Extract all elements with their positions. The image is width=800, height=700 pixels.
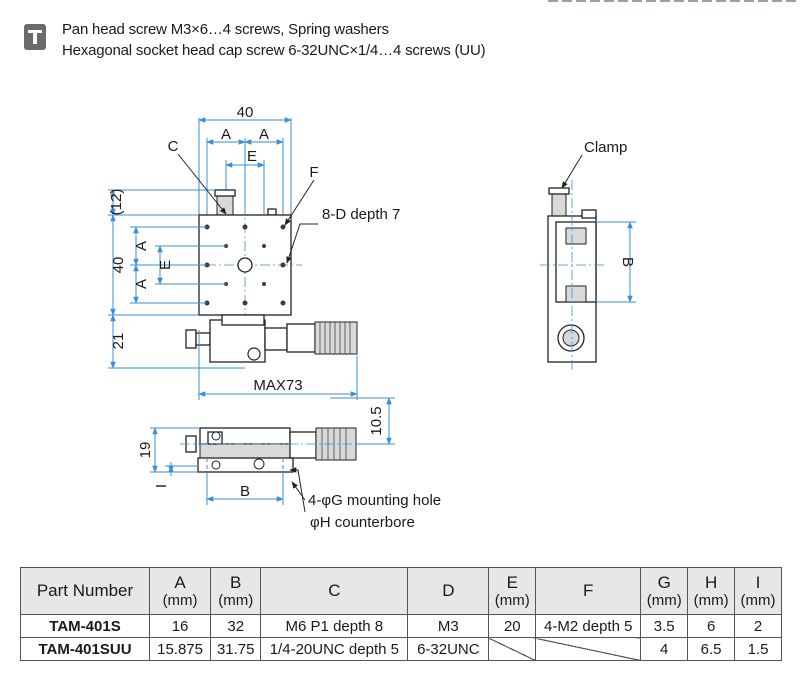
cell-part: TAM-401SUU: [20, 637, 150, 661]
dim-max73: MAX73: [253, 377, 302, 394]
dim-40-left: 40: [110, 257, 127, 274]
dim-21: 21: [110, 333, 127, 350]
label-mounting-hole: 4-φG mounting hole: [308, 492, 441, 509]
front-view: [150, 397, 395, 513]
table-header-row: Part Number A(mm) B(mm) C D E(mm) F G(mm…: [20, 567, 782, 615]
dim-e-left: E: [157, 260, 174, 270]
cell-i: 2: [734, 614, 782, 638]
header-a: A(mm): [148, 567, 212, 615]
header-part-number: Part Number: [20, 567, 150, 615]
technical-drawing: 40 A A E C F 8-D depth 7 (12) A 40 E A 2…: [108, 104, 636, 531]
label-8d: 8-D depth 7: [322, 206, 400, 223]
dim-a-1: A: [221, 126, 231, 143]
top-view: [108, 117, 358, 400]
dim-a-2: A: [259, 126, 269, 143]
dim-e-top: E: [247, 148, 257, 165]
note-line-1: Pan head screw M3×6…4 screws, Spring was…: [62, 21, 389, 38]
cell-c: M6 P1 depth 8: [260, 614, 409, 638]
cell-part: TAM-401S: [20, 614, 150, 638]
top-border-decoration: [548, 0, 800, 2]
dim-a-left-1: A: [133, 241, 150, 251]
cell-g: 4: [640, 637, 689, 661]
header-g: G(mm): [640, 567, 689, 615]
header-c: C: [260, 567, 409, 615]
header-f: F: [535, 567, 642, 615]
cell-d: 6-32UNC: [407, 637, 490, 661]
table-row: TAM-401S 16 32 M6 P1 depth 8 M3 20 4-M2 …: [20, 614, 782, 638]
cell-d: M3: [407, 614, 490, 638]
header-b: B(mm): [210, 567, 262, 615]
cell-h: 6.5: [687, 637, 736, 661]
note-icon: [24, 24, 46, 50]
dim-40-top: 40: [237, 104, 254, 121]
cell-b: 31.75: [210, 637, 262, 661]
cell-b: 32: [210, 614, 262, 638]
dim-b-bottom: B: [240, 483, 250, 500]
table-row: TAM-401SUU 15.875 31.75 1/4-20UNC depth …: [20, 637, 782, 661]
label-clamp: Clamp: [584, 139, 627, 156]
label-c: C: [168, 138, 179, 155]
dim-a-left-2: A: [133, 279, 150, 289]
cell-f: 4-M2 depth 5: [535, 614, 642, 638]
cell-a: 16: [148, 614, 212, 638]
dim-i: I: [153, 484, 170, 488]
cell-i: 1.5: [734, 637, 782, 661]
dim-19: 19: [137, 442, 154, 459]
cell-a: 15.875: [148, 637, 212, 661]
header-h: H(mm): [687, 567, 736, 615]
label-counterbore: φH counterbore: [310, 514, 415, 531]
cell-g: 3.5: [640, 614, 689, 638]
label-f: F: [309, 164, 318, 181]
header-e: E(mm): [488, 567, 537, 615]
cell-c: 1/4-20UNC depth 5: [260, 637, 409, 661]
specification-table: Part Number A(mm) B(mm) C D E(mm) F G(mm…: [20, 567, 782, 661]
note-line-2: Hexagonal socket head cap screw 6-32UNC×…: [62, 42, 486, 59]
cell-e-not-applicable: [488, 637, 537, 661]
dim-b-side: B: [619, 257, 636, 267]
dim-10-5: 10.5: [368, 406, 385, 435]
side-view: [540, 154, 636, 372]
cell-h: 6: [687, 614, 736, 638]
cell-e: 20: [488, 614, 537, 638]
header-d: D: [407, 567, 490, 615]
cell-f-not-applicable: [535, 637, 642, 661]
header-i: I(mm): [734, 567, 782, 615]
dim-12: (12): [108, 189, 125, 216]
